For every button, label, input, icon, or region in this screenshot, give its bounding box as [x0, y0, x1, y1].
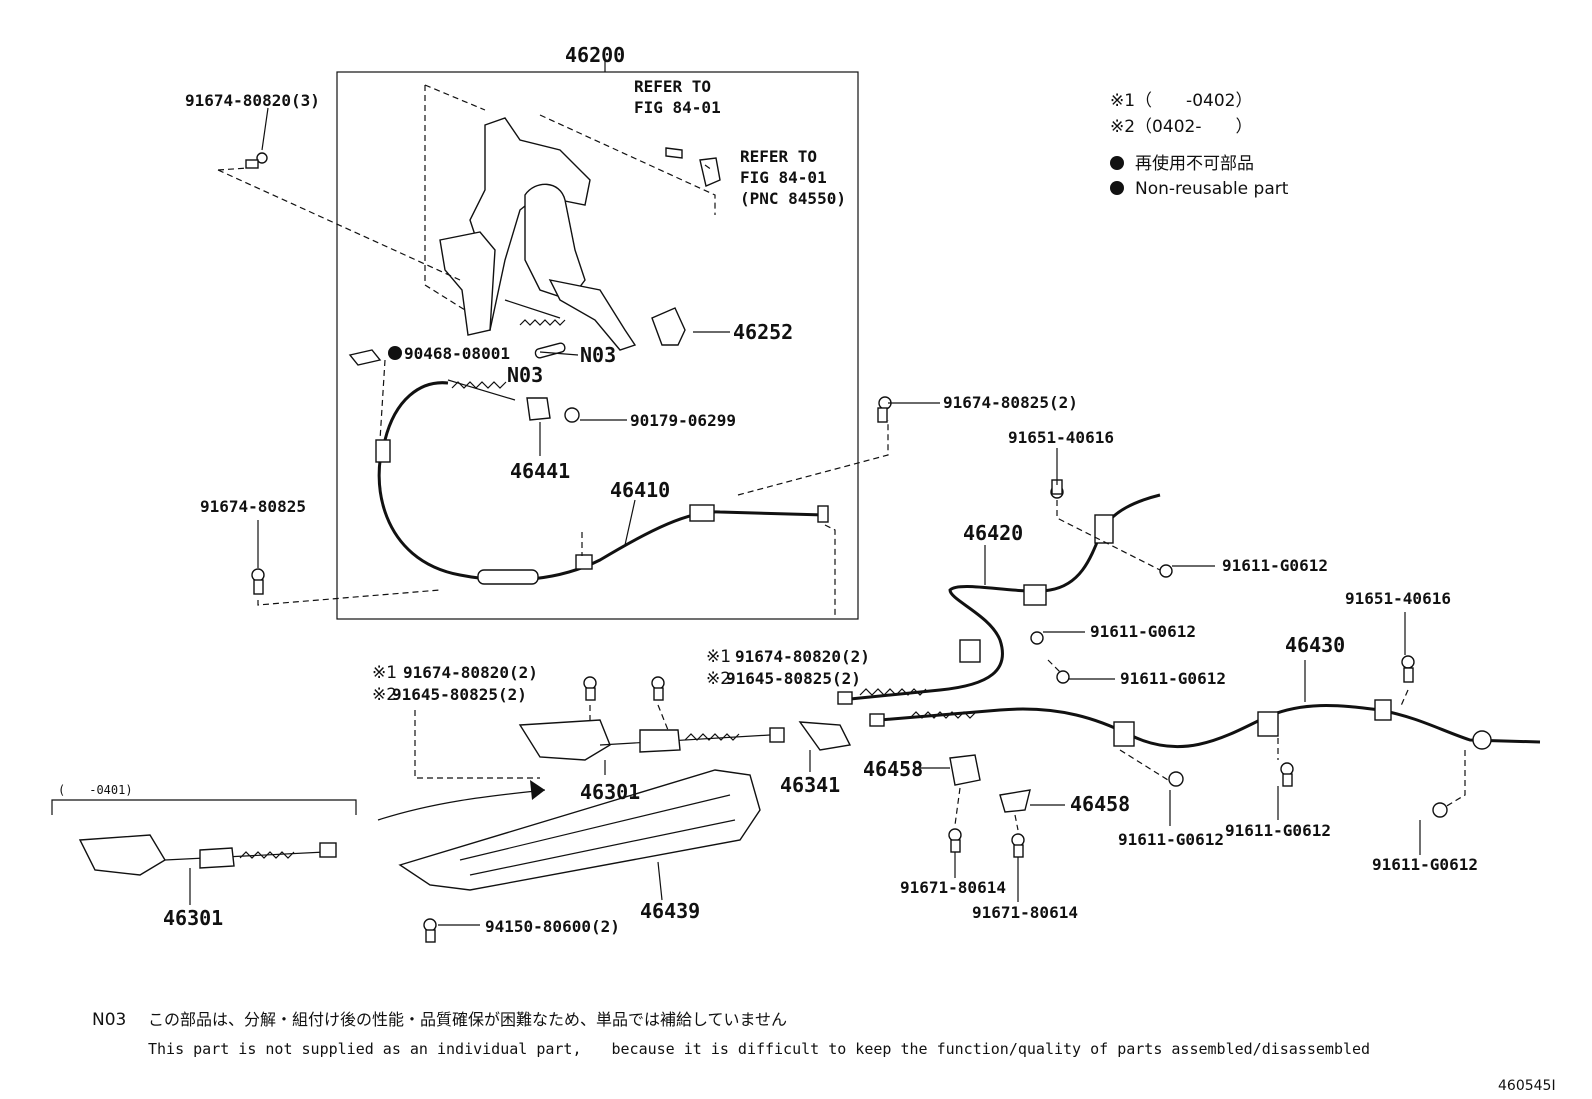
label-94150-80600-2: 94150-80600(2) — [485, 917, 620, 936]
label-91671-80614-a: 91671-80614 — [900, 878, 1006, 897]
non-reusable-dot-icon — [388, 346, 402, 360]
label-46458-a: 46458 — [863, 757, 923, 781]
legend-nonreusable-en: Non-reusable part — [1135, 179, 1289, 199]
label-mark-1-left: ※1 — [372, 663, 397, 683]
label-46458-b: 46458 — [1070, 792, 1130, 816]
label-46301-center: 46301 — [580, 780, 640, 804]
clamp-46458 — [948, 754, 1031, 858]
undercover-46439 — [398, 769, 761, 943]
figure-id: 460545I — [1498, 1078, 1556, 1094]
label-n03-b: N03 — [507, 363, 543, 387]
label-91674-80825-2: 91674-80825(2) — [943, 393, 1078, 412]
label-46200: 46200 — [565, 43, 625, 67]
label-range-left: ( -0401) — [58, 783, 133, 797]
label-mark-2-left: ※2 — [372, 685, 397, 705]
label-91674-80820-3: 91674-80820(3) — [185, 91, 320, 110]
label-90468-08001: 90468-08001 — [404, 344, 510, 363]
footnote-jp: この部品は、分解・組付け後の性能・品質確保が困難なため、単品では補給していません — [148, 1010, 787, 1029]
label-91674-80820-2-right: 91674-80820(2) — [735, 647, 870, 666]
bolt-icon — [256, 152, 268, 164]
label-91611-g0612-d: 91611-G0612 — [1118, 830, 1224, 849]
label-46439: 46439 — [640, 899, 700, 923]
label-91611-g0612-c: 91611-G0612 — [1120, 669, 1226, 688]
label-91645-80825-2-left: 91645-80825(2) — [392, 685, 527, 704]
label-91674-80820-2-left: 91674-80820(2) — [403, 663, 538, 682]
label-mark-2-right: ※2 — [706, 669, 731, 689]
legend: ※1（ -0402） ※2（0402- ） 再使用不可部品 Non-reusab… — [1110, 91, 1289, 199]
label-91674-80825: 91674-80825 — [200, 497, 306, 516]
rear-cable-46420 — [837, 479, 1173, 705]
parking-brake-pedal-assembly — [439, 117, 721, 359]
label-91671-80614-b: 91671-80614 — [972, 903, 1078, 922]
label-46341: 46341 — [780, 773, 840, 797]
equalizer-cable-46301-variant — [51, 799, 357, 876]
label-91611-g0612-b: 91611-G0612 — [1090, 622, 1196, 641]
non-reusable-dot-icon — [1110, 156, 1124, 170]
footnote-code: N03 — [92, 1010, 126, 1030]
label-n03-a: N03 — [580, 343, 616, 367]
label-46420: 46420 — [963, 521, 1023, 545]
front-cable-46410 — [375, 359, 889, 615]
label-refer-to-a: REFER TO — [634, 77, 711, 96]
legend-note-2: ※2（0402- ） — [1110, 117, 1252, 137]
assembly-frame-46200 — [336, 71, 859, 620]
legend-note-1: ※1（ -0402） — [1110, 91, 1252, 111]
non-reusable-dot-icon — [1110, 181, 1124, 195]
label-91611-g0612-e: 91611-G0612 — [1225, 821, 1331, 840]
label-refer-fig-b: FIG 84-01 — [740, 168, 827, 187]
label-91611-g0612-a: 91611-G0612 — [1222, 556, 1328, 575]
footnote: N03 この部品は、分解・組付け後の性能・品質確保が困難なため、単品では補給して… — [92, 1010, 1370, 1058]
label-91611-g0612-f: 91611-G0612 — [1372, 855, 1478, 874]
equalizer-cable-46301 — [414, 676, 852, 779]
label-refer-fig-a: FIG 84-01 — [634, 98, 721, 117]
label-91645-80825-2-right: 91645-80825(2) — [726, 669, 861, 688]
label-91651-40616-a: 91651-40616 — [1008, 428, 1114, 447]
label-mark-1-right: ※1 — [706, 647, 731, 667]
label-46301-left: 46301 — [163, 906, 223, 930]
label-refer-to-b: REFER TO — [740, 147, 817, 166]
label-refer-pnc: (PNC 84550) — [740, 189, 846, 208]
label-46252: 46252 — [733, 320, 793, 344]
label-46441: 46441 — [510, 459, 570, 483]
legend-nonreusable-jp: 再使用不可部品 — [1135, 153, 1254, 174]
label-46410: 46410 — [610, 478, 670, 502]
label-90179-06299: 90179-06299 — [630, 411, 736, 430]
footnote-en: This part is not supplied as an individu… — [148, 1040, 1370, 1058]
label-91651-40616-b: 91651-40616 — [1345, 589, 1451, 608]
rear-cable-46430 — [869, 655, 1541, 818]
label-46430: 46430 — [1285, 633, 1345, 657]
